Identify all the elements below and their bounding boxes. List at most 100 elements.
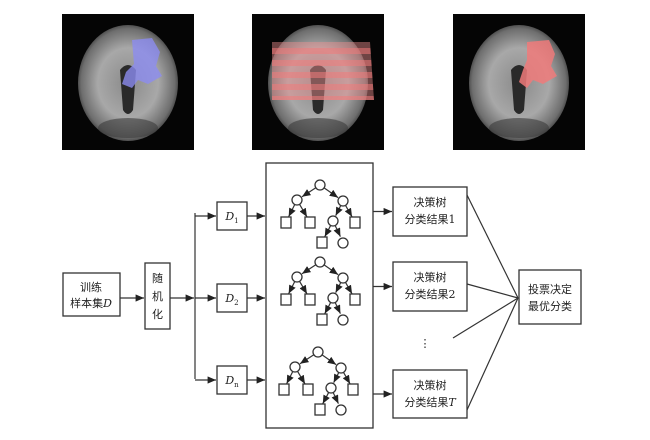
vote-label-line1: 投票决定 [528,282,572,296]
tree-edge [333,372,341,383]
tree-edge [286,371,294,384]
tree-node-circle [337,195,349,207]
randomize-label-char: 机 [152,289,163,303]
tumor-overlay-blue [122,38,162,88]
tree-node-circle [327,215,339,227]
subset-variable: D [224,374,234,387]
tree-node-circle [337,272,349,284]
tree-edge [323,264,339,276]
tree-result-line2: 分类结果2 [405,287,456,301]
tree-leaf-square [278,383,290,396]
tree-result-line1: 决策树 [414,195,447,209]
tree-leaf-circle [337,237,349,249]
subset-subscript: 1 [234,217,238,225]
subset-variable: D [224,210,234,223]
tree-node-circle [312,346,324,358]
tree-node-circle [335,362,347,374]
subset-subscript: 2 [234,299,238,307]
tree-edge [335,205,343,216]
tree-edge [288,281,296,294]
tree-edge [299,203,308,218]
decision-tree [280,256,361,326]
tree-edge [342,372,351,385]
tree-result-index: 2 [449,288,456,301]
tree-node-circle [325,382,337,394]
tree-edge [323,187,339,199]
tree-result-line2: 分类结果1 [405,212,456,226]
tree-result-line1: 决策树 [414,378,447,392]
tree-node-circle [327,292,339,304]
tree-result-label: 分类结果 [404,395,448,409]
brain-mri-image [252,14,384,150]
decision-tree [278,346,359,416]
tree-edge [333,225,341,237]
randomize-label-char: 化 [152,307,163,321]
tree-edge [299,280,308,295]
tree-node-circle [314,179,326,191]
tree-leaf-square [314,403,326,416]
tree-leaf-circle [337,314,349,326]
tree-edge [324,302,332,314]
training-set-label-text: 样本集 [70,296,103,310]
training-set-variable: D [102,297,112,310]
training-set-label-line2: 样本集D [70,296,112,310]
tree-edge [288,204,296,217]
tree-edge [344,282,353,295]
tree-node-circle [289,361,301,373]
tree-result-line1: 决策树 [414,270,447,284]
tree-leaf-square [316,236,328,249]
tree-edge [344,205,353,218]
line-to-vote [452,297,519,339]
subset-label: D2 [224,292,238,307]
tree-leaf-square [347,383,359,396]
tree-edge [335,282,343,293]
tree-edge [331,392,339,404]
tree-result-box [392,261,468,312]
tree-edge [297,370,306,385]
tree-edge [301,187,317,198]
subset-variable: D [224,292,234,305]
subset-box [216,201,248,231]
tree-leaf-square [304,293,316,306]
tree-edge [299,354,315,365]
tree-leaf-circle [335,404,347,416]
vote-label-line2: 最优分类 [528,299,572,313]
tree-result-index: T [448,396,457,409]
tree-result-label: 分类结果 [405,287,449,301]
vote-box [518,269,582,325]
decision-tree [280,179,361,249]
subset-label: Dn [224,374,239,389]
training-set-box [62,272,121,317]
tree-edge [333,302,341,314]
tree-result-box [392,369,468,419]
line-to-vote [466,297,519,411]
brainstem-shape [489,118,549,138]
tumor-overlay-striped [272,42,374,100]
tree-leaf-square [304,216,316,229]
tree-leaf-square [280,293,292,306]
randomize-box [144,262,171,330]
tree-edge [321,354,337,366]
tree-result-index: 1 [449,213,456,226]
line-to-vote [466,283,519,299]
tree-node-circle [291,194,303,206]
tree-result-box [392,186,468,237]
subset-subscript: n [234,381,239,389]
tree-edge [322,392,330,404]
tree-leaf-square [349,293,361,306]
subset-label: D1 [224,210,238,225]
brainstem-shape [288,118,348,138]
tree-leaf-square [280,216,292,229]
tree-result-label: 分类结果 [405,212,449,226]
brain-mri-image [453,14,585,150]
tumor-overlay-red [519,40,557,88]
tree-edge [301,264,317,275]
tree-node-circle [314,256,326,268]
randomize-label-char: 随 [152,271,163,285]
tree-leaf-square [316,313,328,326]
tree-node-circle [291,271,303,283]
line-to-vote [466,194,519,299]
training-set-label-line1: 训练 [80,280,102,294]
brainstem-shape [98,118,158,138]
